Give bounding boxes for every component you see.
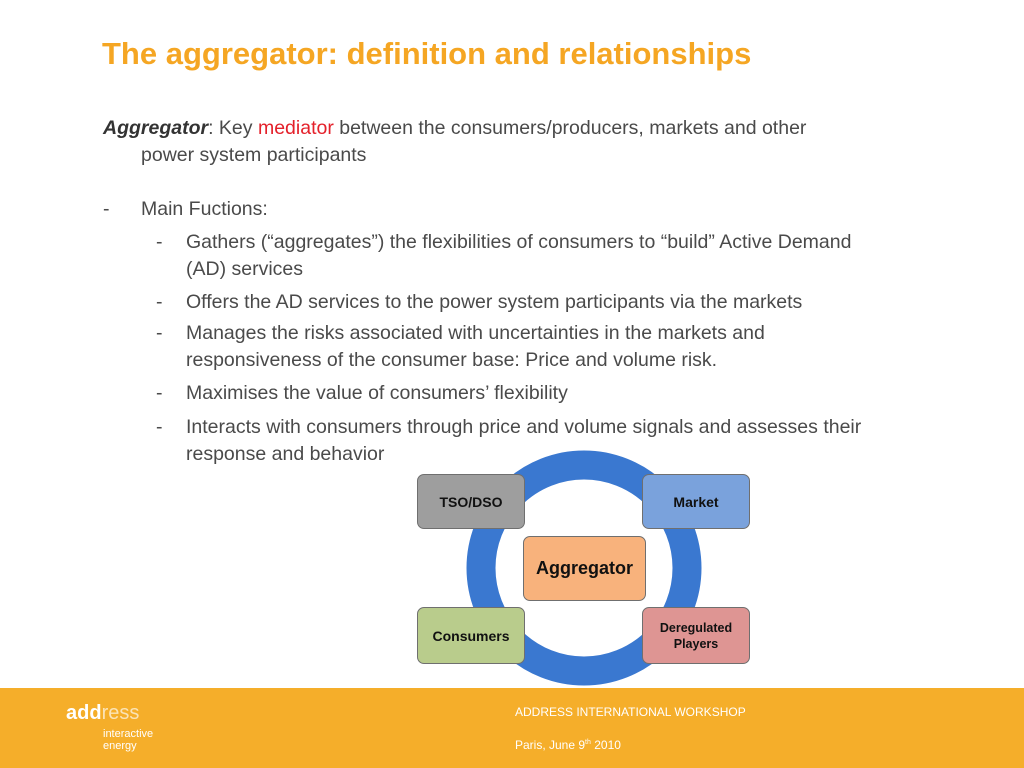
function-item-text: Manages the risks associated with uncert…: [186, 322, 765, 344]
bullet-dash: -: [156, 416, 163, 438]
function-item-text: (AD) services: [186, 258, 304, 280]
function-item: - Offers the AD services to the power sy…: [0, 289, 1024, 316]
function-item-text: response and behavior: [186, 443, 385, 465]
bullet-dash: -: [156, 322, 163, 344]
bullet-dash: -: [156, 231, 163, 253]
slide-title: The aggregator: definition and relations…: [102, 36, 752, 71]
definition-connector: : Key: [208, 117, 258, 139]
function-item: - Manages the risks associated with unce…: [0, 320, 1024, 374]
aggregator-definition: Aggregator: Key mediator between the con…: [103, 115, 973, 169]
bullet-dash: -: [156, 382, 163, 404]
bullet-dash: -: [156, 291, 163, 313]
definition-highlight: mediator: [257, 117, 334, 139]
date-prefix: Paris, June 9: [515, 738, 586, 752]
definition-text-line2: power system participants: [141, 144, 367, 166]
consumers-node: Consumers: [417, 607, 525, 664]
definition-term: Aggregator: [103, 117, 209, 139]
function-item: - Interacts with consumers through price…: [0, 414, 1024, 468]
function-item-text: Interacts with consumers through price a…: [186, 416, 862, 438]
logo-text-strong: add: [66, 702, 102, 724]
date-ordinal: th: [585, 739, 591, 746]
workshop-name: ADDRESS INTERNATIONAL WORKSHOP: [515, 705, 746, 719]
date-year: 2010: [590, 738, 621, 752]
logo-tagline-line2: energy: [103, 740, 137, 752]
function-item: - Gathers (“aggregates”) the flexibiliti…: [0, 229, 1024, 283]
function-item: - Maximises the value of consumers’ flex…: [0, 380, 1024, 407]
deregulated-players-node: Deregulated Players: [642, 607, 750, 664]
market-node: Market: [642, 474, 750, 529]
workshop-date: Paris, June 9th 2010: [515, 738, 621, 752]
main-functions-label: Main Fuctions:: [141, 198, 268, 220]
address-logo: address: [66, 702, 139, 725]
aggregator-node: Aggregator: [523, 536, 646, 601]
bullet-dash: -: [103, 198, 110, 220]
aggregator-relationship-diagram: TSO/DSO Market Aggregator Consumers Dere…: [410, 448, 760, 693]
function-item-text: Offers the AD services to the power syst…: [186, 291, 803, 313]
logo-text-light: ress: [101, 702, 140, 724]
function-item-text: Gathers (“aggregates”) the flexibilities…: [186, 231, 852, 253]
function-item-text: responsiveness of the consumer base: Pri…: [186, 349, 718, 371]
logo-tagline: interactive energy: [103, 728, 153, 752]
tso-dso-node: TSO/DSO: [417, 474, 525, 529]
main-functions-heading: - Main Fuctions:: [0, 196, 1024, 226]
definition-text-line1: between the consumers/producers, markets…: [333, 117, 807, 139]
diagram-ring: [466, 450, 702, 686]
footer-bar: address interactive energy ADDRESS INTER…: [0, 688, 1024, 768]
function-item-text: Maximises the value of consumers’ flexib…: [186, 382, 568, 404]
logo-tagline-line1: interactive: [103, 728, 154, 740]
